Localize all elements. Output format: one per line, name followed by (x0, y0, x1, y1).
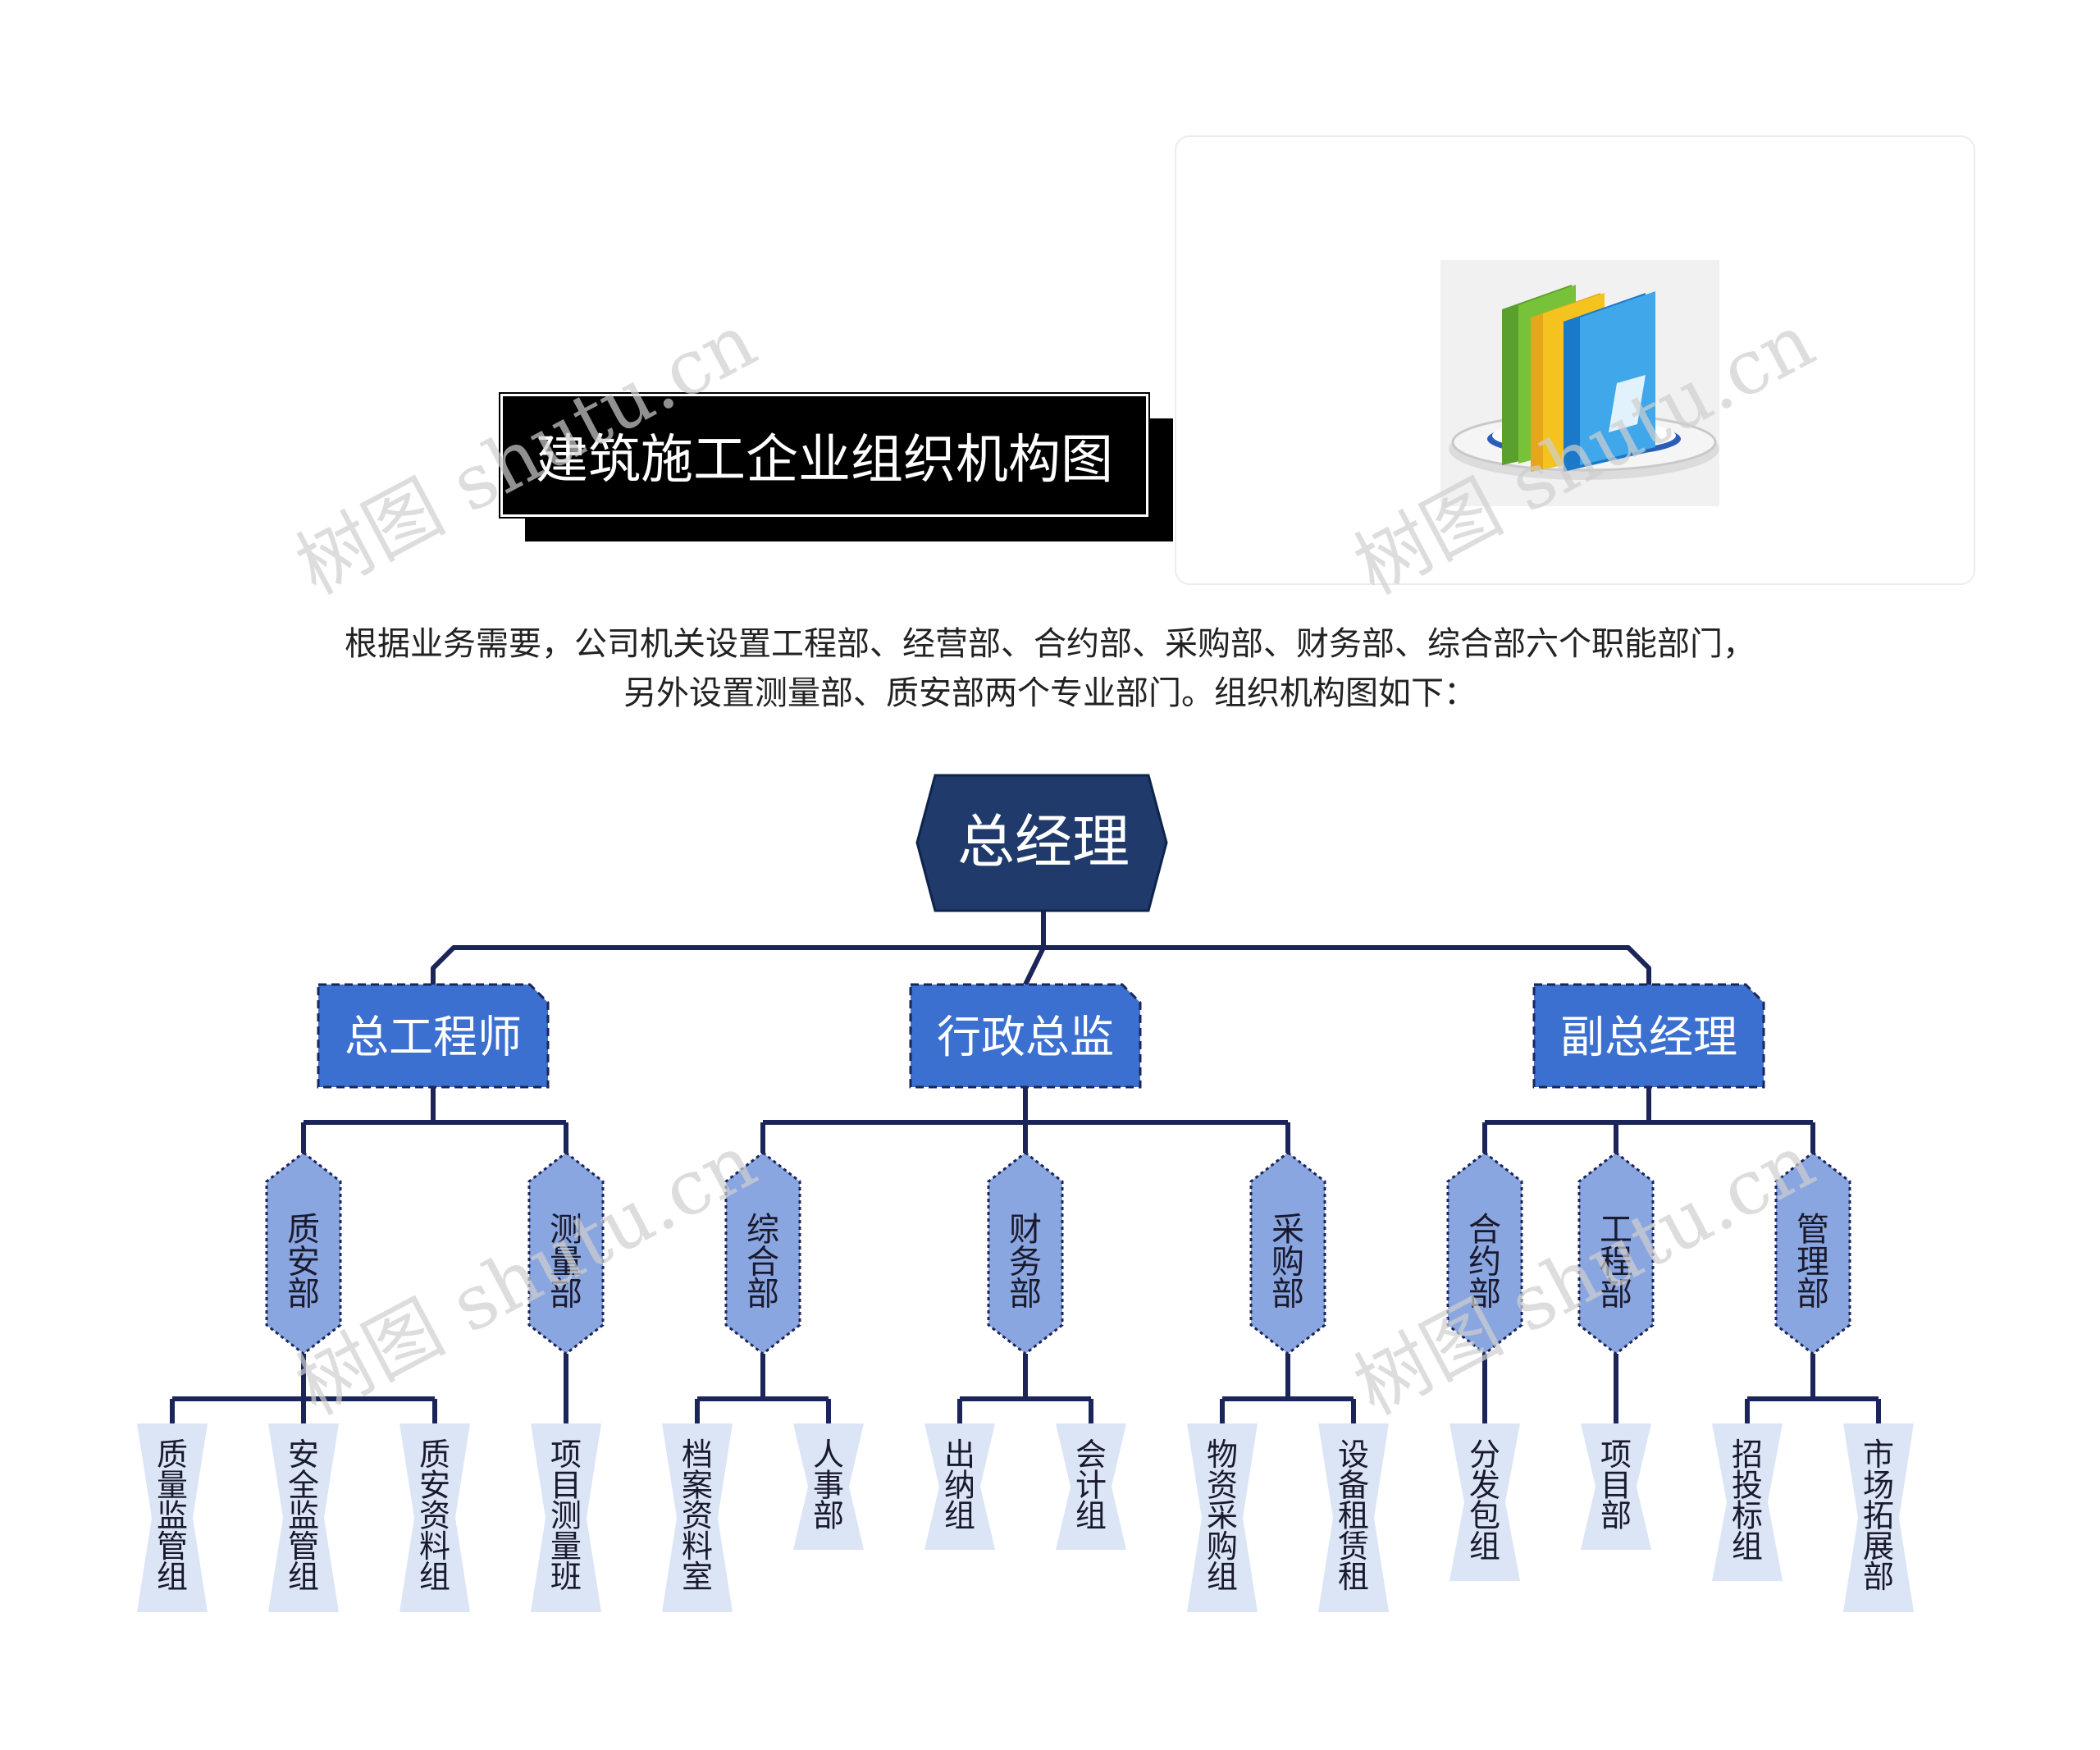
leaf-node-label: 设备租赁租 (1338, 1437, 1369, 1595)
leaf-node[interactable]: 档案资料室 (662, 1423, 733, 1612)
department-node-label: 采购部 (1271, 1211, 1304, 1313)
leaf-node-label: 分发包组 (1469, 1437, 1500, 1565)
leaf-node[interactable]: 质安资料组 (399, 1423, 470, 1612)
leaf-node[interactable]: 安全监管组 (268, 1423, 339, 1612)
department-node[interactable]: 综合部 (724, 1151, 801, 1355)
leaf-node[interactable]: 市场拓展部 (1843, 1423, 1914, 1612)
level1-node-label: 总工程师 (345, 1012, 522, 1063)
leaf-node-label: 项目部 (1600, 1437, 1632, 1533)
leaf-node-label: 安全监管组 (288, 1437, 319, 1595)
leaf-node[interactable]: 会计组 (1056, 1423, 1126, 1550)
department-node[interactable]: 管理部 (1774, 1151, 1851, 1355)
department-node-label: 管理部 (1796, 1211, 1829, 1313)
leaf-node-label: 出纳组 (944, 1437, 975, 1533)
root-node-label: 总经理 (957, 808, 1130, 875)
leaf-node-label: 市场拓展部 (1863, 1437, 1894, 1595)
level1-node-label: 副总经理 (1560, 1012, 1737, 1063)
leaf-node[interactable]: 出纳组 (924, 1423, 995, 1550)
root-node[interactable]: 总经理 (915, 774, 1168, 912)
department-node[interactable]: 工程部 (1577, 1151, 1655, 1355)
intro-line-1: 根据业务需要，公司机关设置工程部、经营部、合约部、采购部、财务部、综合部六个职能… (345, 625, 1755, 663)
leaf-node-label: 招投标组 (1732, 1437, 1763, 1565)
leaf-node[interactable]: 招投标组 (1712, 1423, 1783, 1581)
books-icon (1440, 260, 1719, 506)
department-node[interactable]: 财务部 (987, 1151, 1064, 1355)
department-node[interactable]: 质安部 (265, 1151, 342, 1355)
department-node-label: 测量部 (550, 1211, 582, 1313)
connector-line (1023, 946, 1046, 986)
leaf-node[interactable]: 项目测量班 (531, 1423, 601, 1612)
page-title: 建筑施工企业组织机构图 (499, 392, 1150, 519)
leaf-node-label: 人事部 (813, 1437, 844, 1533)
leaf-node-label: 物资采购组 (1207, 1437, 1238, 1595)
level1-node-label: 行政总监 (937, 1012, 1114, 1063)
leaf-node-label: 项目测量班 (550, 1437, 582, 1595)
leaf-node[interactable]: 设备租赁租 (1318, 1423, 1389, 1612)
leaf-node[interactable]: 人事部 (793, 1423, 864, 1550)
leaf-node-label: 会计组 (1075, 1437, 1107, 1533)
intro-line-2: 另外设置测量部、质安部两个专业部门。组织机构图如下： (623, 674, 1477, 712)
image-card (1175, 135, 1975, 585)
leaf-node-label: 质量监管组 (157, 1437, 188, 1595)
department-node-label: 财务部 (1009, 1211, 1042, 1313)
leaf-node-label: 档案资料室 (682, 1437, 713, 1595)
leaf-node[interactable]: 物资采购组 (1187, 1423, 1258, 1612)
leaf-node[interactable]: 项目部 (1581, 1423, 1651, 1550)
leaf-node[interactable]: 分发包组 (1449, 1423, 1520, 1581)
leaf-node-label: 质安资料组 (419, 1437, 450, 1595)
department-node-label: 综合部 (746, 1211, 779, 1313)
level1-node[interactable]: 副总经理 (1532, 983, 1765, 1089)
department-node[interactable]: 测量部 (527, 1151, 605, 1355)
department-node-label: 质安部 (287, 1211, 320, 1313)
department-node-label: 合约部 (1468, 1211, 1501, 1313)
intro-text: 根据业务需要，公司机关设置工程部、经营部、合约部、采购部、财务部、综合部六个职能… (197, 619, 1903, 718)
leaf-node[interactable]: 质量监管组 (137, 1423, 208, 1612)
level1-node[interactable]: 总工程师 (317, 983, 550, 1089)
department-node[interactable]: 合约部 (1446, 1151, 1523, 1355)
department-node[interactable]: 采购部 (1249, 1151, 1326, 1355)
level1-node[interactable]: 行政总监 (909, 983, 1142, 1089)
department-node-label: 工程部 (1600, 1211, 1632, 1313)
